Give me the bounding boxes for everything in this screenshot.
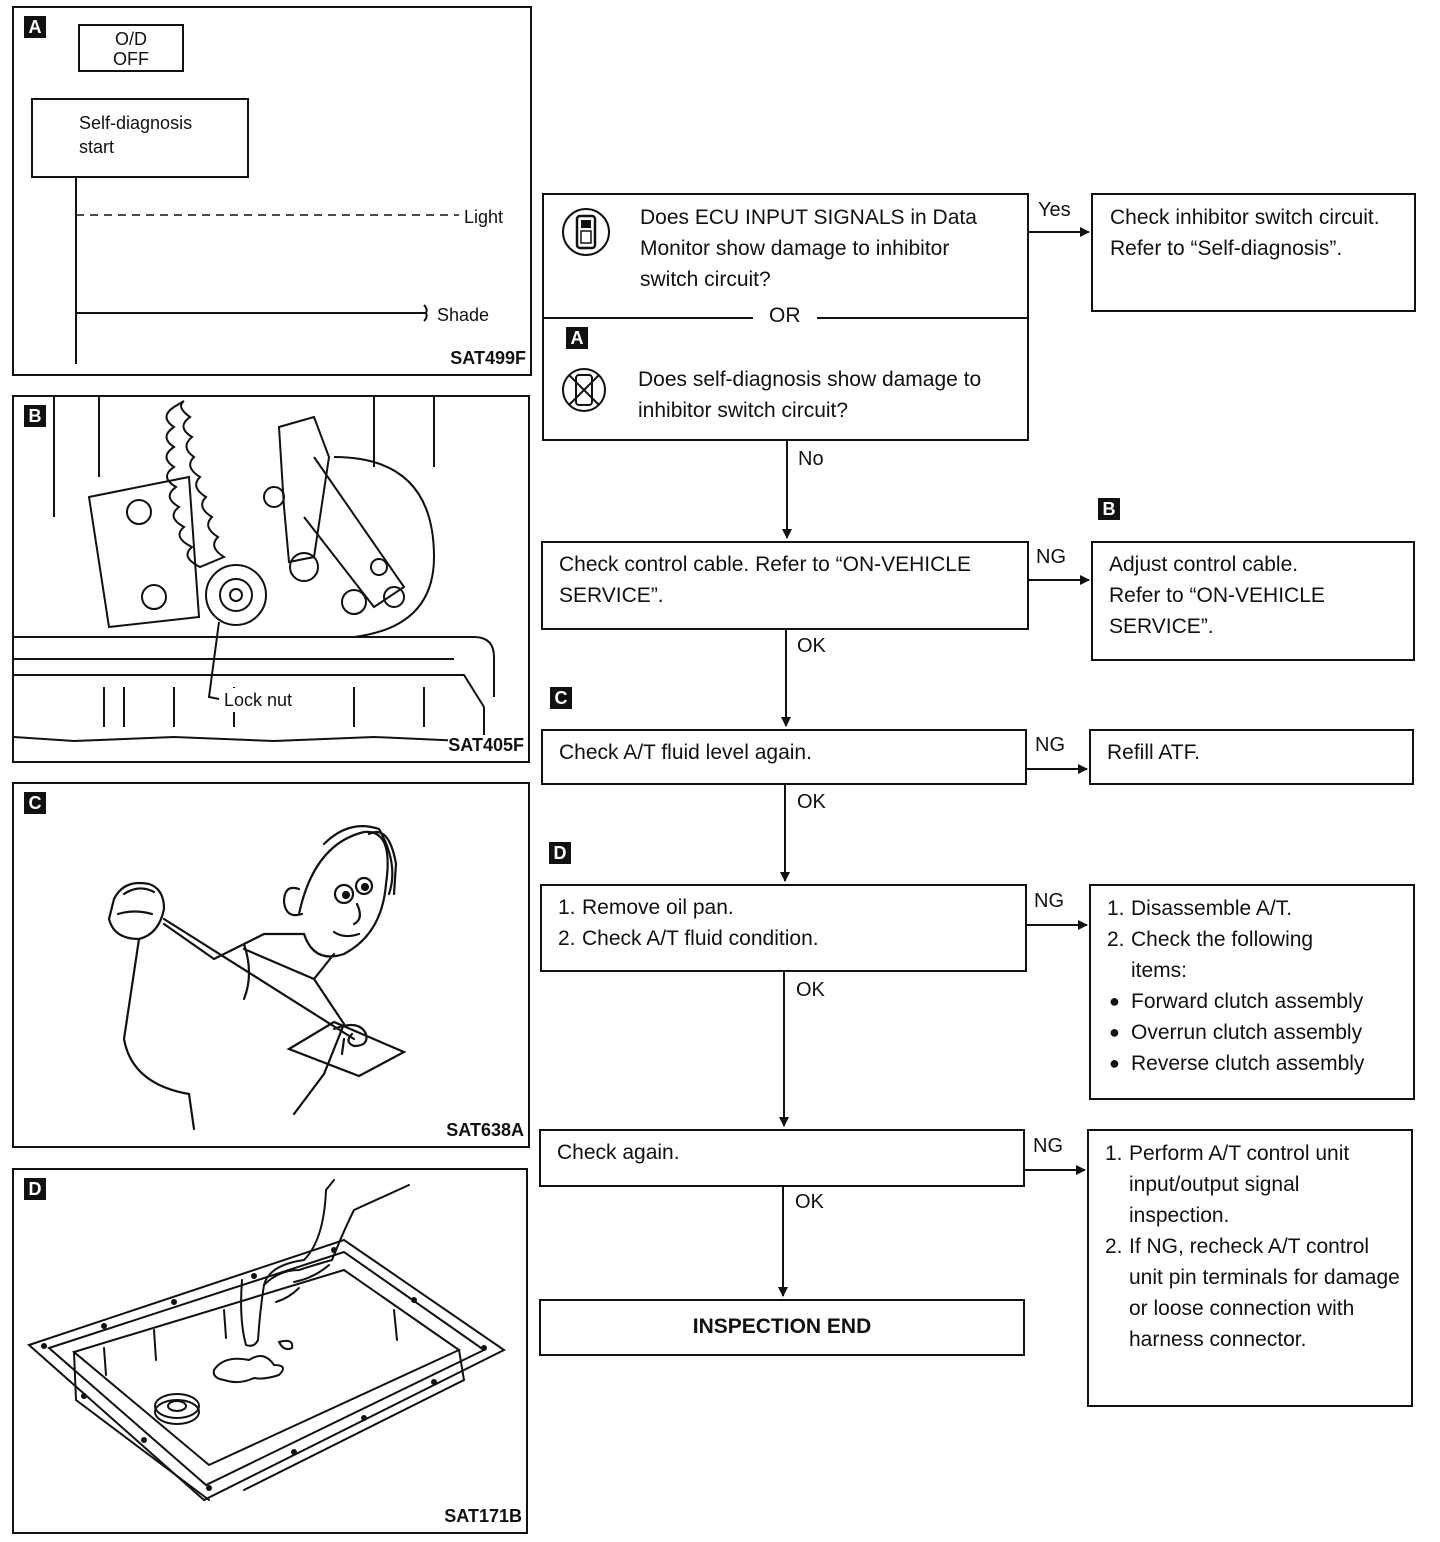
step-tag-c: C xyxy=(550,687,572,709)
adjust-cable-line2: Refer to “ON-VEHICLE SERVICE”. xyxy=(1109,580,1397,642)
step4-item1-text: Remove oil pan. xyxy=(582,892,734,923)
or-label: OR xyxy=(753,303,817,329)
ng-label-condition: NG xyxy=(1034,889,1064,913)
ok-label-again: OK xyxy=(795,1190,824,1214)
adjust-control-cable-box: Adjust control cable. Refer to “ON-VEHIC… xyxy=(1091,541,1415,661)
step-tag-d: D xyxy=(549,842,571,864)
bullet-overrun-clutch: Overrun clutch assembly xyxy=(1107,1017,1405,1048)
remove-oil-pan-box: 1.Remove oil pan. 2.Check A/T fluid cond… xyxy=(540,884,1027,972)
yes-action-text: Check inhibitor switch circuit. Refer to… xyxy=(1110,206,1380,260)
check-again-box: Check again. xyxy=(539,1129,1025,1187)
inspection-item1-number: 1. xyxy=(1105,1138,1129,1231)
inspection-end-box: INSPECTION END xyxy=(539,1299,1025,1356)
bullet-forward-clutch: Forward clutch assembly xyxy=(1107,986,1405,1017)
check-fluid-level-box: Check A/T fluid level again. xyxy=(541,729,1027,785)
inspection-end-text: INSPECTION END xyxy=(693,1315,872,1338)
step-tag-b: B xyxy=(1098,498,1120,520)
no-label: No xyxy=(798,447,824,471)
ng-label-level: NG xyxy=(1035,733,1065,757)
refill-atf-box: Refill ATF. xyxy=(1089,729,1414,785)
disassemble-item1-number: 1. xyxy=(1107,893,1131,924)
disassemble-item1-text: Disassemble A/T. xyxy=(1131,893,1292,924)
disassemble-at-box: 1.Disassemble A/T. 2.Check the following… xyxy=(1089,884,1415,1100)
bullet-reverse-clutch: Reverse clutch assembly xyxy=(1107,1048,1405,1079)
check-control-cable-text: Check control cable. Refer to “ON-VEHICL… xyxy=(559,553,971,607)
check-again-text: Check again. xyxy=(557,1141,680,1164)
question-tag-a: A xyxy=(566,327,588,349)
disassemble-item2-number: 2. xyxy=(1107,924,1131,986)
step4-item2-text: Check A/T fluid condition. xyxy=(582,923,819,954)
inspection-item2-number: 2. xyxy=(1105,1231,1129,1355)
refill-atf-text: Refill ATF. xyxy=(1107,741,1200,764)
no-tool-self-diagnosis-icon xyxy=(561,367,607,413)
check-fluid-level-text: Check A/T fluid level again. xyxy=(559,741,812,764)
disassemble-item2-text: Check the following items: xyxy=(1131,924,1341,986)
consult-tool-icon xyxy=(561,207,611,257)
question-box: Does ECU INPUT SIGNALS in Data Monitor s… xyxy=(542,193,1029,441)
perform-inspection-box: 1.Perform A/T control unit input/output … xyxy=(1087,1129,1413,1407)
ok-label-level: OK xyxy=(797,790,826,814)
self-diagnosis-question-text: Does self-diagnosis show damage to inhib… xyxy=(638,364,1016,426)
ok-label-condition: OK xyxy=(796,978,825,1002)
yes-action-box: Check inhibitor switch circuit. Refer to… xyxy=(1091,193,1416,312)
ok-label-cable: OK xyxy=(797,634,826,658)
step4-item1-number: 1. xyxy=(558,892,582,923)
yes-label: Yes xyxy=(1038,198,1071,222)
check-control-cable-box: Check control cable. Refer to “ON-VEHICL… xyxy=(541,541,1029,630)
consult-question-text: Does ECU INPUT SIGNALS in Data Monitor s… xyxy=(640,202,1012,295)
step4-item2-number: 2. xyxy=(558,923,582,954)
adjust-cable-line1: Adjust control cable. xyxy=(1109,549,1397,580)
ng-label-cable: NG xyxy=(1036,545,1066,569)
ng-label-again: NG xyxy=(1033,1134,1063,1158)
inspection-item1-text: Perform A/T control unit input/output si… xyxy=(1129,1138,1403,1231)
inspection-item2-text: If NG, recheck A/T control unit pin term… xyxy=(1129,1231,1403,1355)
